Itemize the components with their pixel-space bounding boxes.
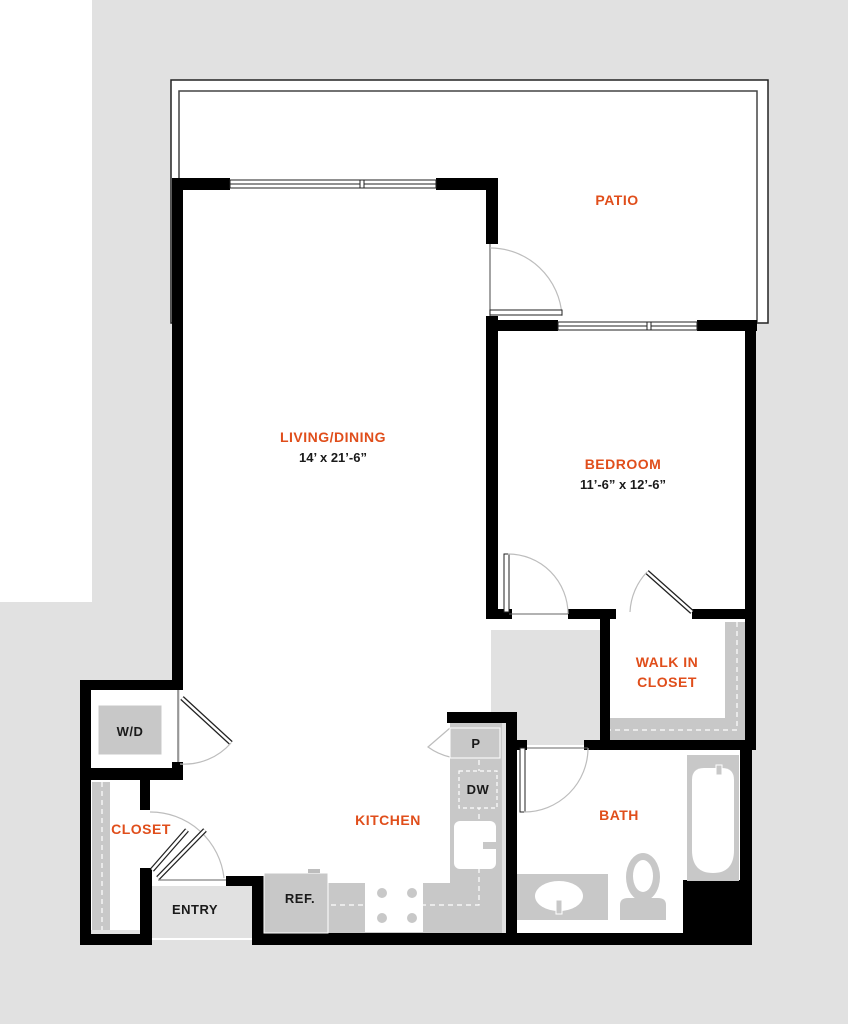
bedroom-dimensions: 11’-6” x 12’-6” bbox=[580, 477, 666, 492]
bathtub bbox=[687, 755, 739, 881]
walk-in-closet-label-line2: CLOSET bbox=[637, 674, 697, 690]
entry-floor bbox=[152, 886, 252, 938]
kitchen-label: KITCHEN bbox=[355, 812, 421, 828]
door-pantry bbox=[427, 727, 451, 758]
bedroom-label: BEDROOM bbox=[585, 456, 662, 472]
dishwasher-label: DW bbox=[467, 782, 490, 797]
door-entry-closet bbox=[149, 811, 226, 881]
door-walk-in-closet bbox=[629, 570, 694, 614]
entry-closet-shelf bbox=[92, 782, 110, 930]
walls bbox=[80, 178, 757, 945]
refrigerator: REF. bbox=[263, 869, 329, 934]
range-cooktop bbox=[365, 880, 423, 932]
living-dining-label: LIVING/DINING bbox=[280, 429, 386, 445]
sliding-door-bedroom bbox=[557, 321, 698, 331]
walk-in-closet-shelf bbox=[608, 622, 749, 742]
kitchen-sink bbox=[454, 821, 501, 869]
refrigerator-label: REF. bbox=[285, 891, 315, 906]
door-bedroom bbox=[503, 553, 569, 615]
door-bath bbox=[519, 747, 589, 813]
patio-label: PATIO bbox=[595, 192, 638, 208]
door-washer-dryer bbox=[177, 690, 233, 765]
sliding-door-living bbox=[229, 179, 437, 189]
living-dining-dimensions: 14’ x 21’-6” bbox=[299, 450, 367, 465]
interior-floor bbox=[88, 186, 750, 940]
bath-vanity bbox=[517, 874, 608, 920]
pantry: P bbox=[449, 727, 501, 759]
entry-label: ENTRY bbox=[172, 902, 218, 917]
door-patio bbox=[489, 244, 563, 317]
washer-dryer: W/D bbox=[97, 704, 163, 756]
pantry-label: P bbox=[471, 736, 480, 751]
closet-label: CLOSET bbox=[111, 821, 171, 837]
toilet bbox=[620, 853, 666, 920]
washer-dryer-label: W/D bbox=[117, 724, 144, 739]
dishwasher: DW bbox=[458, 770, 498, 809]
bath-label: BATH bbox=[599, 807, 639, 823]
walk-in-closet-label-line1: WALK IN bbox=[636, 654, 699, 670]
